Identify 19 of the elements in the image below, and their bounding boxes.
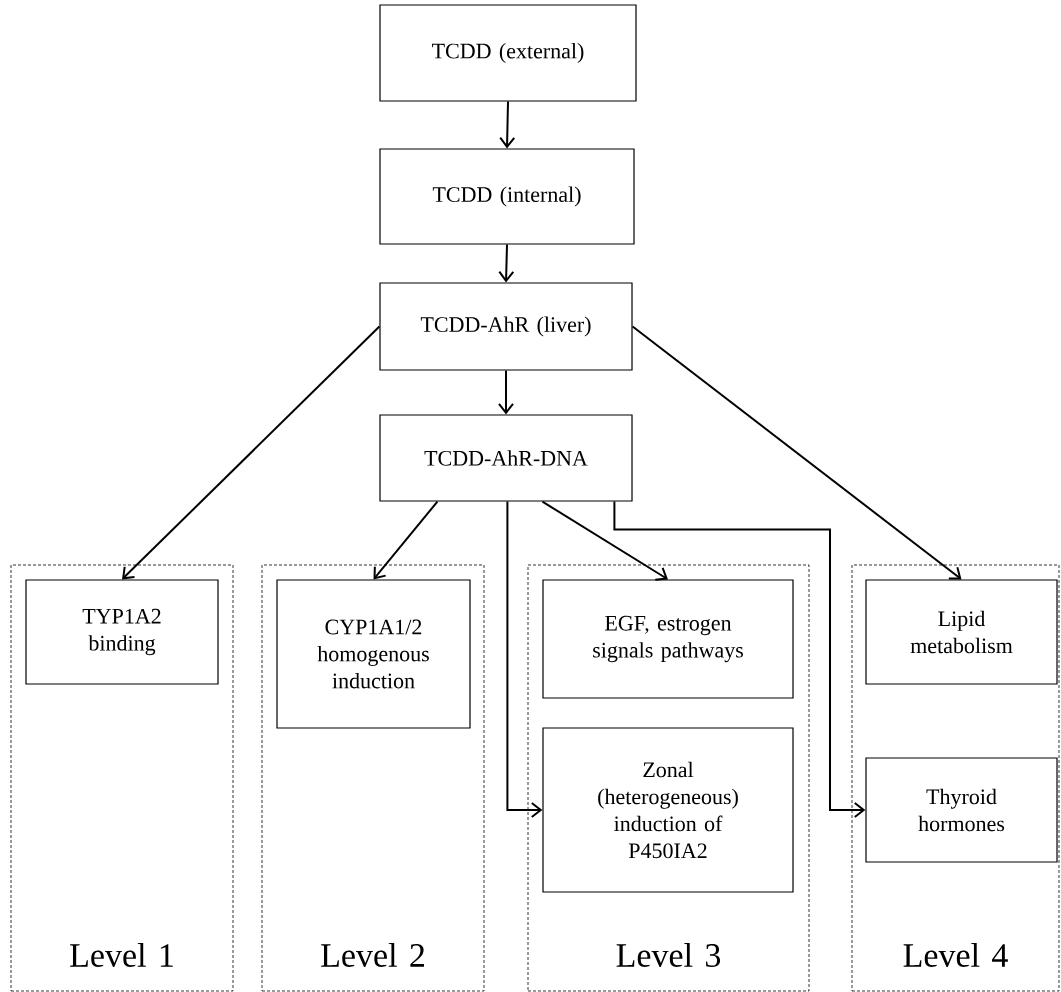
arrow — [506, 500, 543, 818]
process-box: CYP1A1/2 homogenous induction — [276, 579, 471, 729]
process-box: EGF, estrogen signals pathways — [542, 579, 794, 699]
arrow — [613, 500, 866, 818]
arrow — [373, 500, 439, 580]
arrow — [499, 100, 516, 149]
arrow — [498, 243, 515, 283]
process-box: TCDD-AhR (liver) — [379, 282, 633, 371]
process-box: TCDD (external) — [379, 4, 637, 102]
arrow — [631, 325, 962, 580]
process-box: Lipid metabolism — [865, 579, 1058, 685]
process-box: TCDD-AhR-DNA — [379, 414, 633, 502]
process-box: TCDD (internal) — [379, 148, 635, 245]
process-box: Zonal (heterogeneous) induction of P450IA2 — [542, 727, 794, 893]
process-box: TYP1A2 binding — [25, 579, 219, 685]
process-box: Thyroid hormones — [865, 757, 1058, 863]
arrow — [498, 369, 514, 415]
arrow — [541, 500, 668, 581]
arrow — [122, 325, 381, 580]
